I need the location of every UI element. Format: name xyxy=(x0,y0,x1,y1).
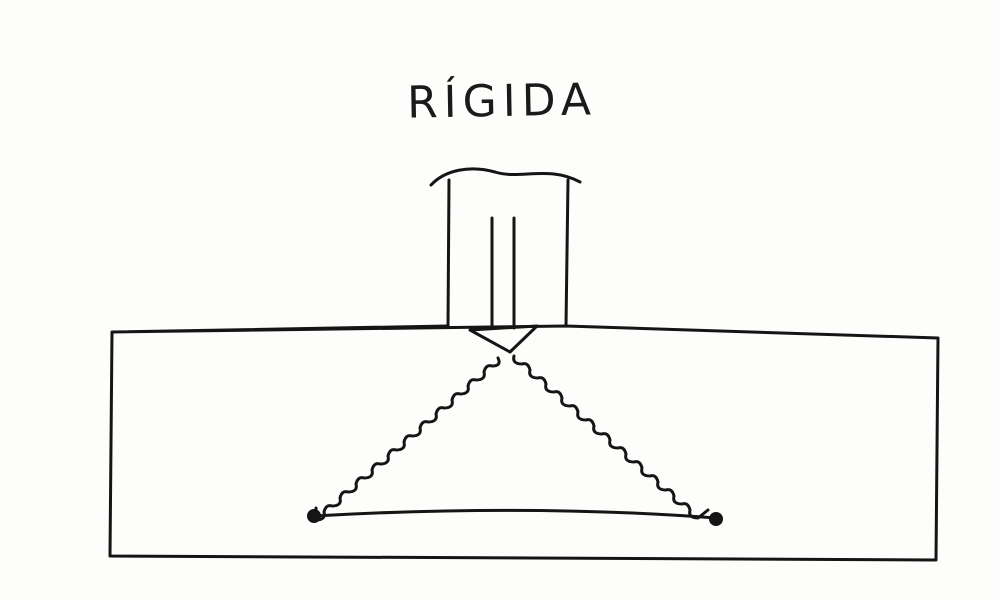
load-arrow-shaft xyxy=(490,216,516,330)
base-block xyxy=(108,324,940,562)
node-left xyxy=(307,509,321,523)
column-break-line xyxy=(429,167,582,187)
load-arrow-head xyxy=(468,324,539,354)
tie-bar xyxy=(312,508,718,520)
column-right-edge xyxy=(564,178,570,328)
strut-right-wavy xyxy=(512,354,710,520)
strut-left-wavy xyxy=(314,356,501,522)
column-left-edge xyxy=(446,178,451,328)
node-right xyxy=(709,512,723,526)
